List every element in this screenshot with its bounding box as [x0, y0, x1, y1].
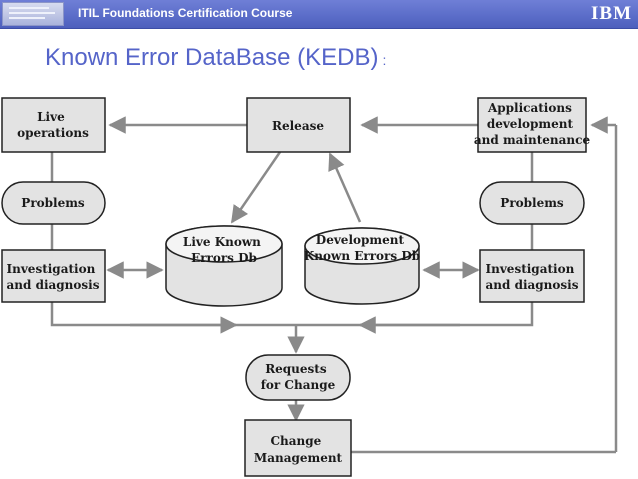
node-change-management-box [244, 419, 352, 477]
db-cylinders [165, 225, 420, 307]
node-applications-box [477, 97, 587, 153]
label-live-operations: Live operations [17, 110, 89, 140]
label-change-management: Change Management [254, 434, 343, 465]
node-rfc-pill [245, 354, 351, 401]
label-applications: Applications development and maintenance [474, 101, 591, 147]
label-investigation-right: Investigation and diagnosis [486, 262, 579, 292]
label-problems-left: Problems [21, 196, 85, 210]
label-live-known-errors-db: Live Known Errors Db [183, 235, 265, 265]
arrows [106, 116, 616, 422]
slide-title-colon: : [382, 52, 387, 68]
node-live-operations-box [1, 97, 106, 153]
slide-title-text: Known Error DataBase (KEDB) [45, 44, 379, 71]
label-release: Release [272, 119, 324, 133]
node-live-db-top [165, 225, 283, 263]
node-problems-left-pill [1, 181, 106, 225]
slide-title: Known Error DataBase (KEDB): [45, 44, 386, 72]
label-investigation-left: Investigation and diagnosis [7, 262, 100, 292]
arrow-dev-db-to-release [328, 152, 362, 223]
connector-investigation-left-down [50, 302, 296, 327]
node-dev-db-top [304, 227, 420, 265]
node-problems-right-pill [479, 181, 585, 225]
arrow-release-to-live-db [230, 151, 282, 224]
node-investigation-right-box [479, 249, 585, 303]
node-release-box [246, 97, 351, 153]
label-dev-known-errors-db: Development Known Errors Db [304, 233, 420, 263]
course-logo [2, 2, 64, 26]
label-requests-for-change: Requests for Change [261, 362, 336, 392]
brand-logo: IBM [591, 3, 632, 24]
node-investigation-left-box [1, 249, 106, 303]
label-problems-right: Problems [500, 196, 564, 210]
course-title: ITIL Foundations Certification Course [78, 6, 293, 20]
connector-investigation-right-down [296, 302, 534, 327]
header-bar: ITIL Foundations Certification Course IB… [0, 0, 638, 29]
